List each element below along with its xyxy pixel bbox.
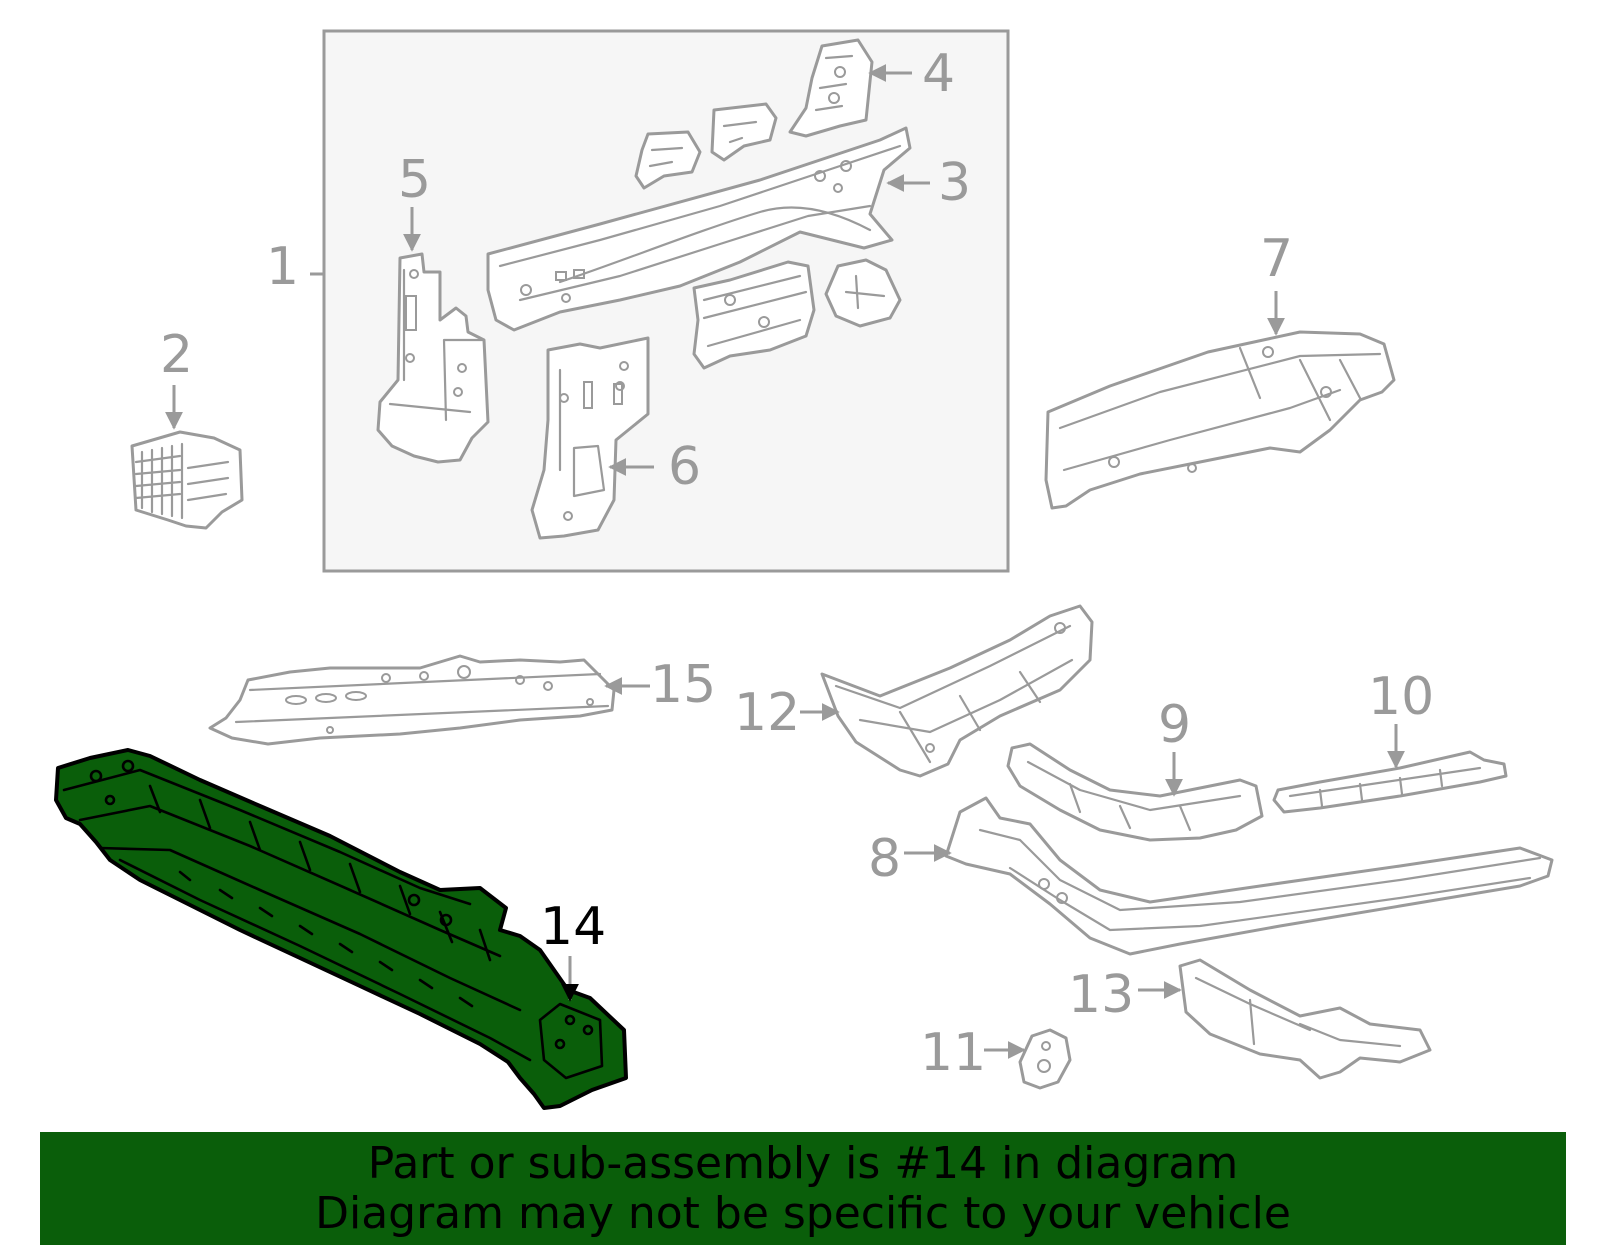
info-banner: Part or sub-assembly is #14 in diagram D… xyxy=(40,1132,1566,1245)
part-5[interactable] xyxy=(376,252,490,464)
part-4[interactable] xyxy=(788,38,874,138)
part-15[interactable] xyxy=(208,654,616,746)
part-6[interactable] xyxy=(530,336,650,540)
part-14-highlighted[interactable] xyxy=(54,748,628,1110)
callout-4: 4 xyxy=(922,44,955,104)
bracket-small-c xyxy=(824,258,902,328)
callout-8: 8 xyxy=(868,829,901,889)
callout-12: 12 xyxy=(734,683,800,743)
banner-line-2: Diagram may not be specific to your vehi… xyxy=(315,1187,1291,1239)
callout-11: 11 xyxy=(920,1023,986,1083)
bracket-small-b xyxy=(634,130,702,190)
callout-3: 3 xyxy=(938,153,971,213)
callout-15: 15 xyxy=(650,655,716,715)
brace-middle xyxy=(692,260,816,370)
bracket-small-a xyxy=(710,102,778,162)
callout-6: 6 xyxy=(668,437,701,497)
part-3[interactable] xyxy=(486,126,912,332)
callout-13: 13 xyxy=(1068,965,1134,1025)
part-2[interactable] xyxy=(130,430,244,530)
part-10[interactable] xyxy=(1272,750,1508,814)
part-9[interactable] xyxy=(1006,742,1264,842)
part-14-body xyxy=(54,748,628,1110)
part-11[interactable] xyxy=(1018,1028,1072,1090)
callout-2: 2 xyxy=(160,325,193,385)
part-12[interactable] xyxy=(820,604,1094,778)
callout-1: 1 xyxy=(266,237,299,297)
part-8[interactable] xyxy=(944,796,1554,956)
banner-line-1: Part or sub-assembly is #14 in diagram xyxy=(367,1137,1239,1189)
callout-10: 10 xyxy=(1368,667,1434,727)
part-13[interactable] xyxy=(1178,958,1432,1080)
callout-7: 7 xyxy=(1260,229,1293,289)
callout-14: 14 xyxy=(540,897,606,957)
callout-5: 5 xyxy=(398,150,431,210)
callout-9: 9 xyxy=(1158,695,1191,755)
part-7[interactable] xyxy=(1044,330,1396,510)
